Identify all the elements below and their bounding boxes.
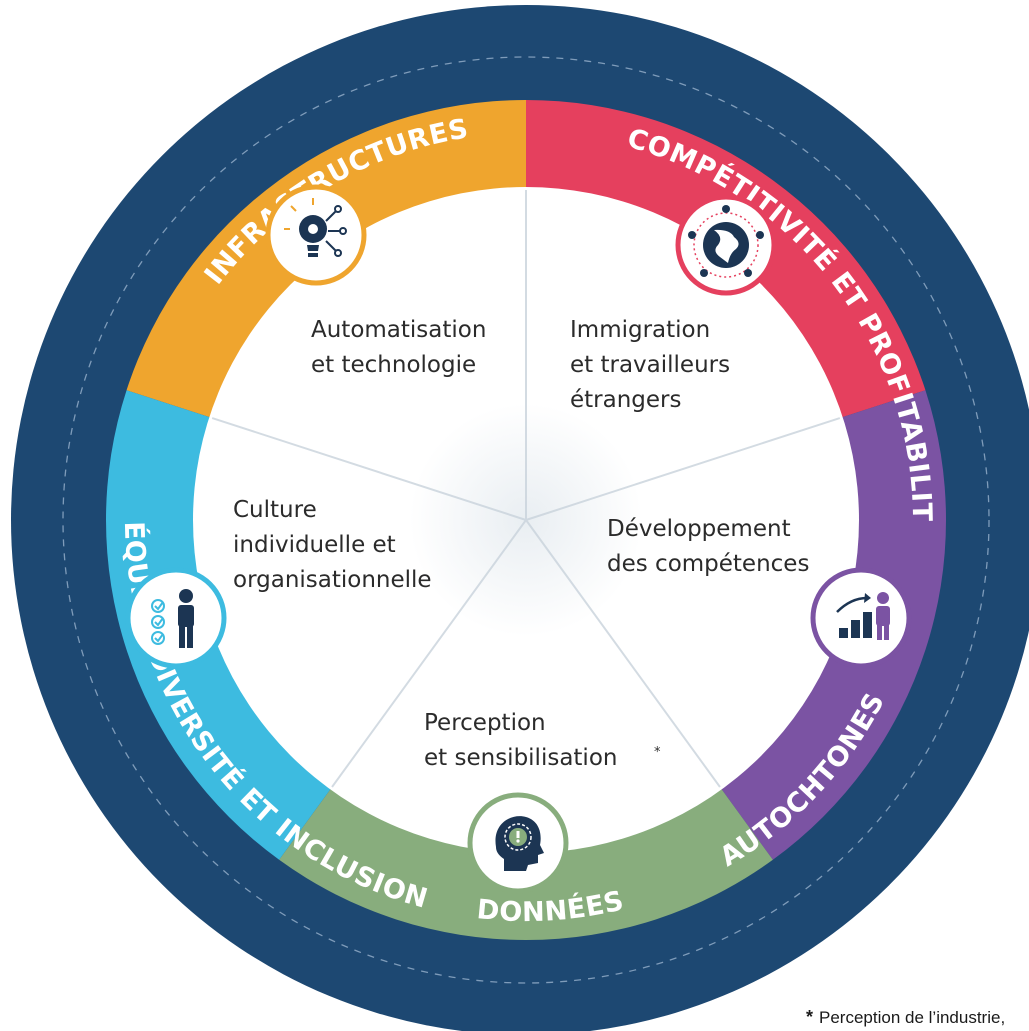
lightbulb-gear-icon — [265, 184, 367, 286]
footnote-text: Perception de l’industrie, des carrieres… — [806, 1008, 1006, 1031]
segment-developpement — [719, 390, 946, 860]
label-immigration: Immigration et travailleurs étrangers — [570, 317, 731, 413]
label-developpement: Développement des compétences — [607, 516, 810, 577]
globe-network-icon — [675, 194, 777, 296]
label-automatisation: Automatisation et technologie — [311, 317, 487, 378]
label-perception: Perception et sensibilisation — [424, 710, 618, 771]
outer-ring-dashes — [62, 56, 990, 984]
segment-automatisation — [126, 100, 526, 419]
head-alert-icon — [467, 792, 569, 894]
checklist-person-icon — [125, 567, 227, 669]
growth-chart-person-icon — [810, 567, 912, 669]
divider-lines — [211, 190, 841, 788]
footnote: *Perception de l’industrie, des carriere… — [806, 1006, 1029, 1031]
perception-footnote-marker: * — [654, 745, 661, 760]
segment-immigration — [526, 100, 926, 419]
footnote-marker: * — [806, 1007, 814, 1027]
segment-culture — [106, 390, 333, 860]
label-culture: Culture individuelle et organisationnell… — [233, 497, 432, 593]
